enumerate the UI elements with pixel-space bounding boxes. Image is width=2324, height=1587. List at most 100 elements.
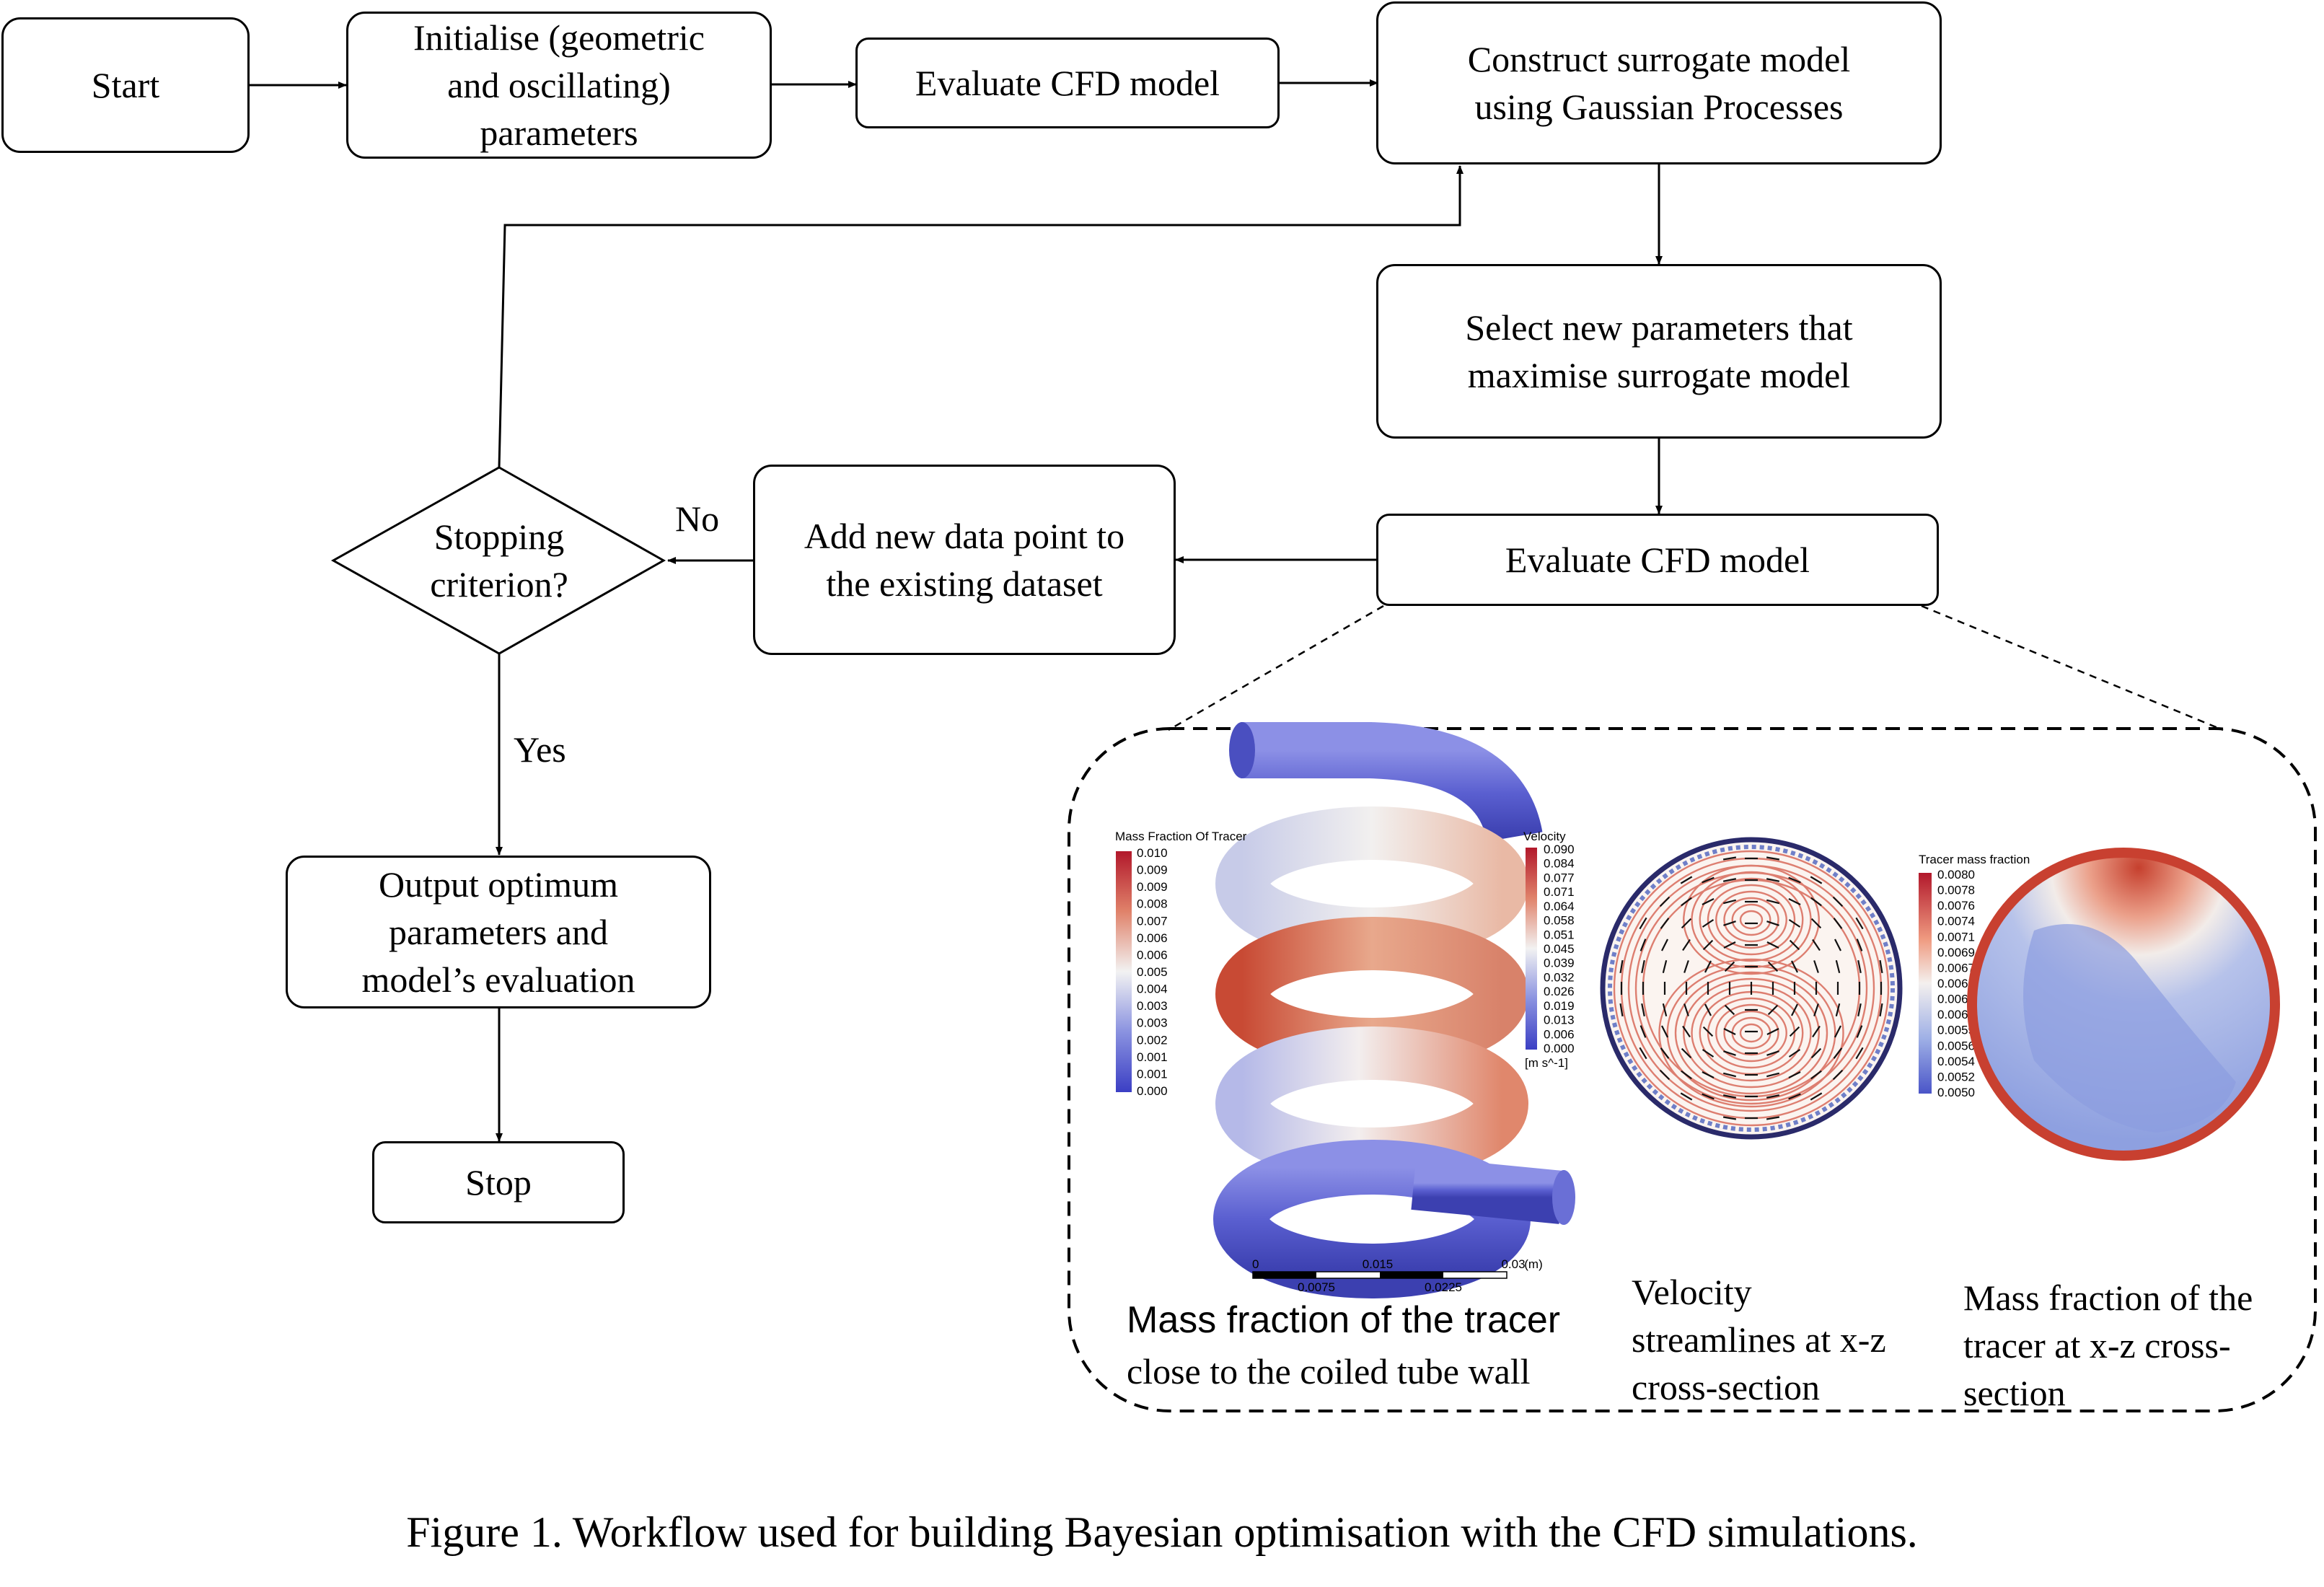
velocity-vector [1681, 1047, 1692, 1059]
streamline [1739, 1023, 1764, 1043]
velocity-vector [1789, 1026, 1800, 1037]
detail-panel-border [1068, 727, 2317, 1412]
velocity-vector [1788, 919, 1801, 928]
velocity-vector [1857, 959, 1862, 974]
velocity-vector [1619, 1003, 1624, 1017]
streamline [1674, 971, 1828, 1095]
tracer-tick-12: 0.0054 [1937, 1055, 1975, 1068]
velocity-vector [1641, 1003, 1645, 1017]
velocity-colorbar-ticks: 0.0900.0840.0770.0710.0640.0580.0510.045… [1544, 843, 1575, 1055]
streamline [1723, 897, 1779, 943]
velocity-tick-14: 0.000 [1544, 1042, 1575, 1055]
velocity-vector [1723, 899, 1736, 905]
velocity-vector [1810, 1070, 1822, 1080]
velocity-vector [1810, 876, 1823, 884]
velocity-tick-5: 0.058 [1544, 914, 1575, 928]
velocity-vector [1702, 876, 1715, 884]
velocity-vector [1766, 878, 1780, 882]
velocity-vector [1832, 1069, 1844, 1081]
streamline [1723, 1010, 1779, 1056]
velocity-tick-4: 0.064 [1544, 900, 1575, 913]
mass-fraction-legend-title: Mass Fraction Of Tracer [1115, 830, 1247, 843]
velocity-vector [1810, 1092, 1823, 1101]
velocity-legend-title: Velocity [1523, 830, 1566, 843]
velocity-vector [1879, 959, 1883, 974]
velocity-vector [1723, 941, 1736, 949]
caption-coil-line2: close to the coiled tube wall [1127, 1351, 1531, 1392]
streamline [1731, 903, 1771, 936]
mass-fraction-tick-5: 0.006 [1137, 931, 1168, 945]
tracer-tick-10: 0.0059 [1937, 1024, 1975, 1037]
velocity-vector [1681, 918, 1692, 929]
tracer-tick-1: 0.0078 [1937, 884, 1975, 897]
scale-unit: (m) [1524, 1257, 1542, 1271]
scale-label-03: 0.03 [1501, 1257, 1525, 1271]
velocity-vector [1832, 896, 1844, 907]
velocity-vector [1812, 1025, 1821, 1038]
velocity-vector [1788, 1071, 1801, 1079]
velocity-vector [1723, 1027, 1736, 1036]
velocity-vector [1723, 1050, 1736, 1056]
scale-label-00075: 0.0075 [1298, 1280, 1335, 1294]
tracer-colorbar-ticks: 0.00800.00780.00760.00740.00710.00690.00… [1937, 868, 1975, 1099]
streamline [1627, 864, 1875, 1112]
velocity-vector [1789, 939, 1800, 951]
velocity-vector [1702, 897, 1715, 906]
velocity-vector [1702, 919, 1715, 928]
velocity-legend-unit: [m s^-1] [1525, 1056, 1568, 1070]
mass-fraction-tick-10: 0.003 [1137, 1016, 1168, 1030]
velocity-vector [1722, 1094, 1737, 1099]
mass-fraction-tick-13: 0.001 [1137, 1067, 1168, 1081]
velocity-vector [1788, 897, 1801, 906]
velocity-vector [1834, 1025, 1842, 1038]
velocity-vector [1639, 938, 1647, 951]
velocity-vector [1722, 878, 1737, 882]
mass-fraction-tick-6: 0.006 [1137, 948, 1168, 962]
velocity-vector [1702, 1026, 1714, 1037]
velocity-vector [1662, 960, 1668, 973]
velocity-vector [1766, 1072, 1779, 1078]
evaluate-cfd-box: Evaluate CFD model [1376, 514, 1939, 606]
tracer-tick-6: 0.0067 [1937, 961, 1975, 975]
velocity-vector [1704, 1003, 1712, 1016]
velocity-vector [1790, 1003, 1799, 1016]
mass-fraction-tick-11: 0.002 [1137, 1033, 1168, 1047]
mass-fraction-tick-3: 0.008 [1137, 897, 1168, 911]
scale-bar: 0 0.015 0.03 (m) 0.0075 0.0225 [1252, 1257, 1543, 1294]
velocity-vector [1856, 938, 1863, 951]
streamline [1707, 997, 1796, 1069]
initialise-box: Initialise (geometric and oscillating) p… [346, 12, 772, 159]
velocity-vector [1724, 1004, 1735, 1016]
streamline [1658, 958, 1844, 1108]
velocity-vector [1639, 1047, 1647, 1060]
streamline [1707, 884, 1796, 956]
velocity-vector [1766, 920, 1779, 926]
velocity-vector [1702, 1093, 1715, 1100]
velocity-vector [1766, 1050, 1779, 1056]
velocity-vector [1639, 917, 1647, 930]
velocity-tick-9: 0.032 [1544, 970, 1575, 984]
mass-fraction-colorbar [1116, 851, 1132, 1092]
mass-fraction-tick-14: 0.000 [1137, 1084, 1168, 1098]
velocity-vector [1788, 876, 1801, 884]
add-data-point-box: Add new data point to the existing datas… [753, 465, 1176, 655]
velocity-vector [1879, 1003, 1883, 1017]
streamline [1715, 1003, 1787, 1063]
velocity-vector [1856, 1025, 1863, 1038]
mass-fraction-tick-7: 0.005 [1137, 965, 1168, 979]
streamline [1739, 910, 1764, 930]
velocity-vector [1812, 938, 1821, 951]
scale-label-0: 0 [1252, 1257, 1259, 1271]
velocity-vector [1810, 897, 1822, 907]
tracer-tick-13: 0.0052 [1937, 1070, 1975, 1083]
velocity-vector [1790, 960, 1799, 973]
velocity-vector [1639, 1025, 1647, 1038]
mass-fraction-tick-2: 0.009 [1137, 880, 1168, 894]
velocity-vector [1682, 938, 1691, 951]
stop-box: Stop [372, 1141, 625, 1223]
velocity-vector [1680, 876, 1693, 884]
velocity-vector [1662, 1003, 1668, 1016]
mass-fraction-cross-section [1967, 848, 2280, 1161]
velocity-tick-11: 0.019 [1544, 999, 1575, 1013]
